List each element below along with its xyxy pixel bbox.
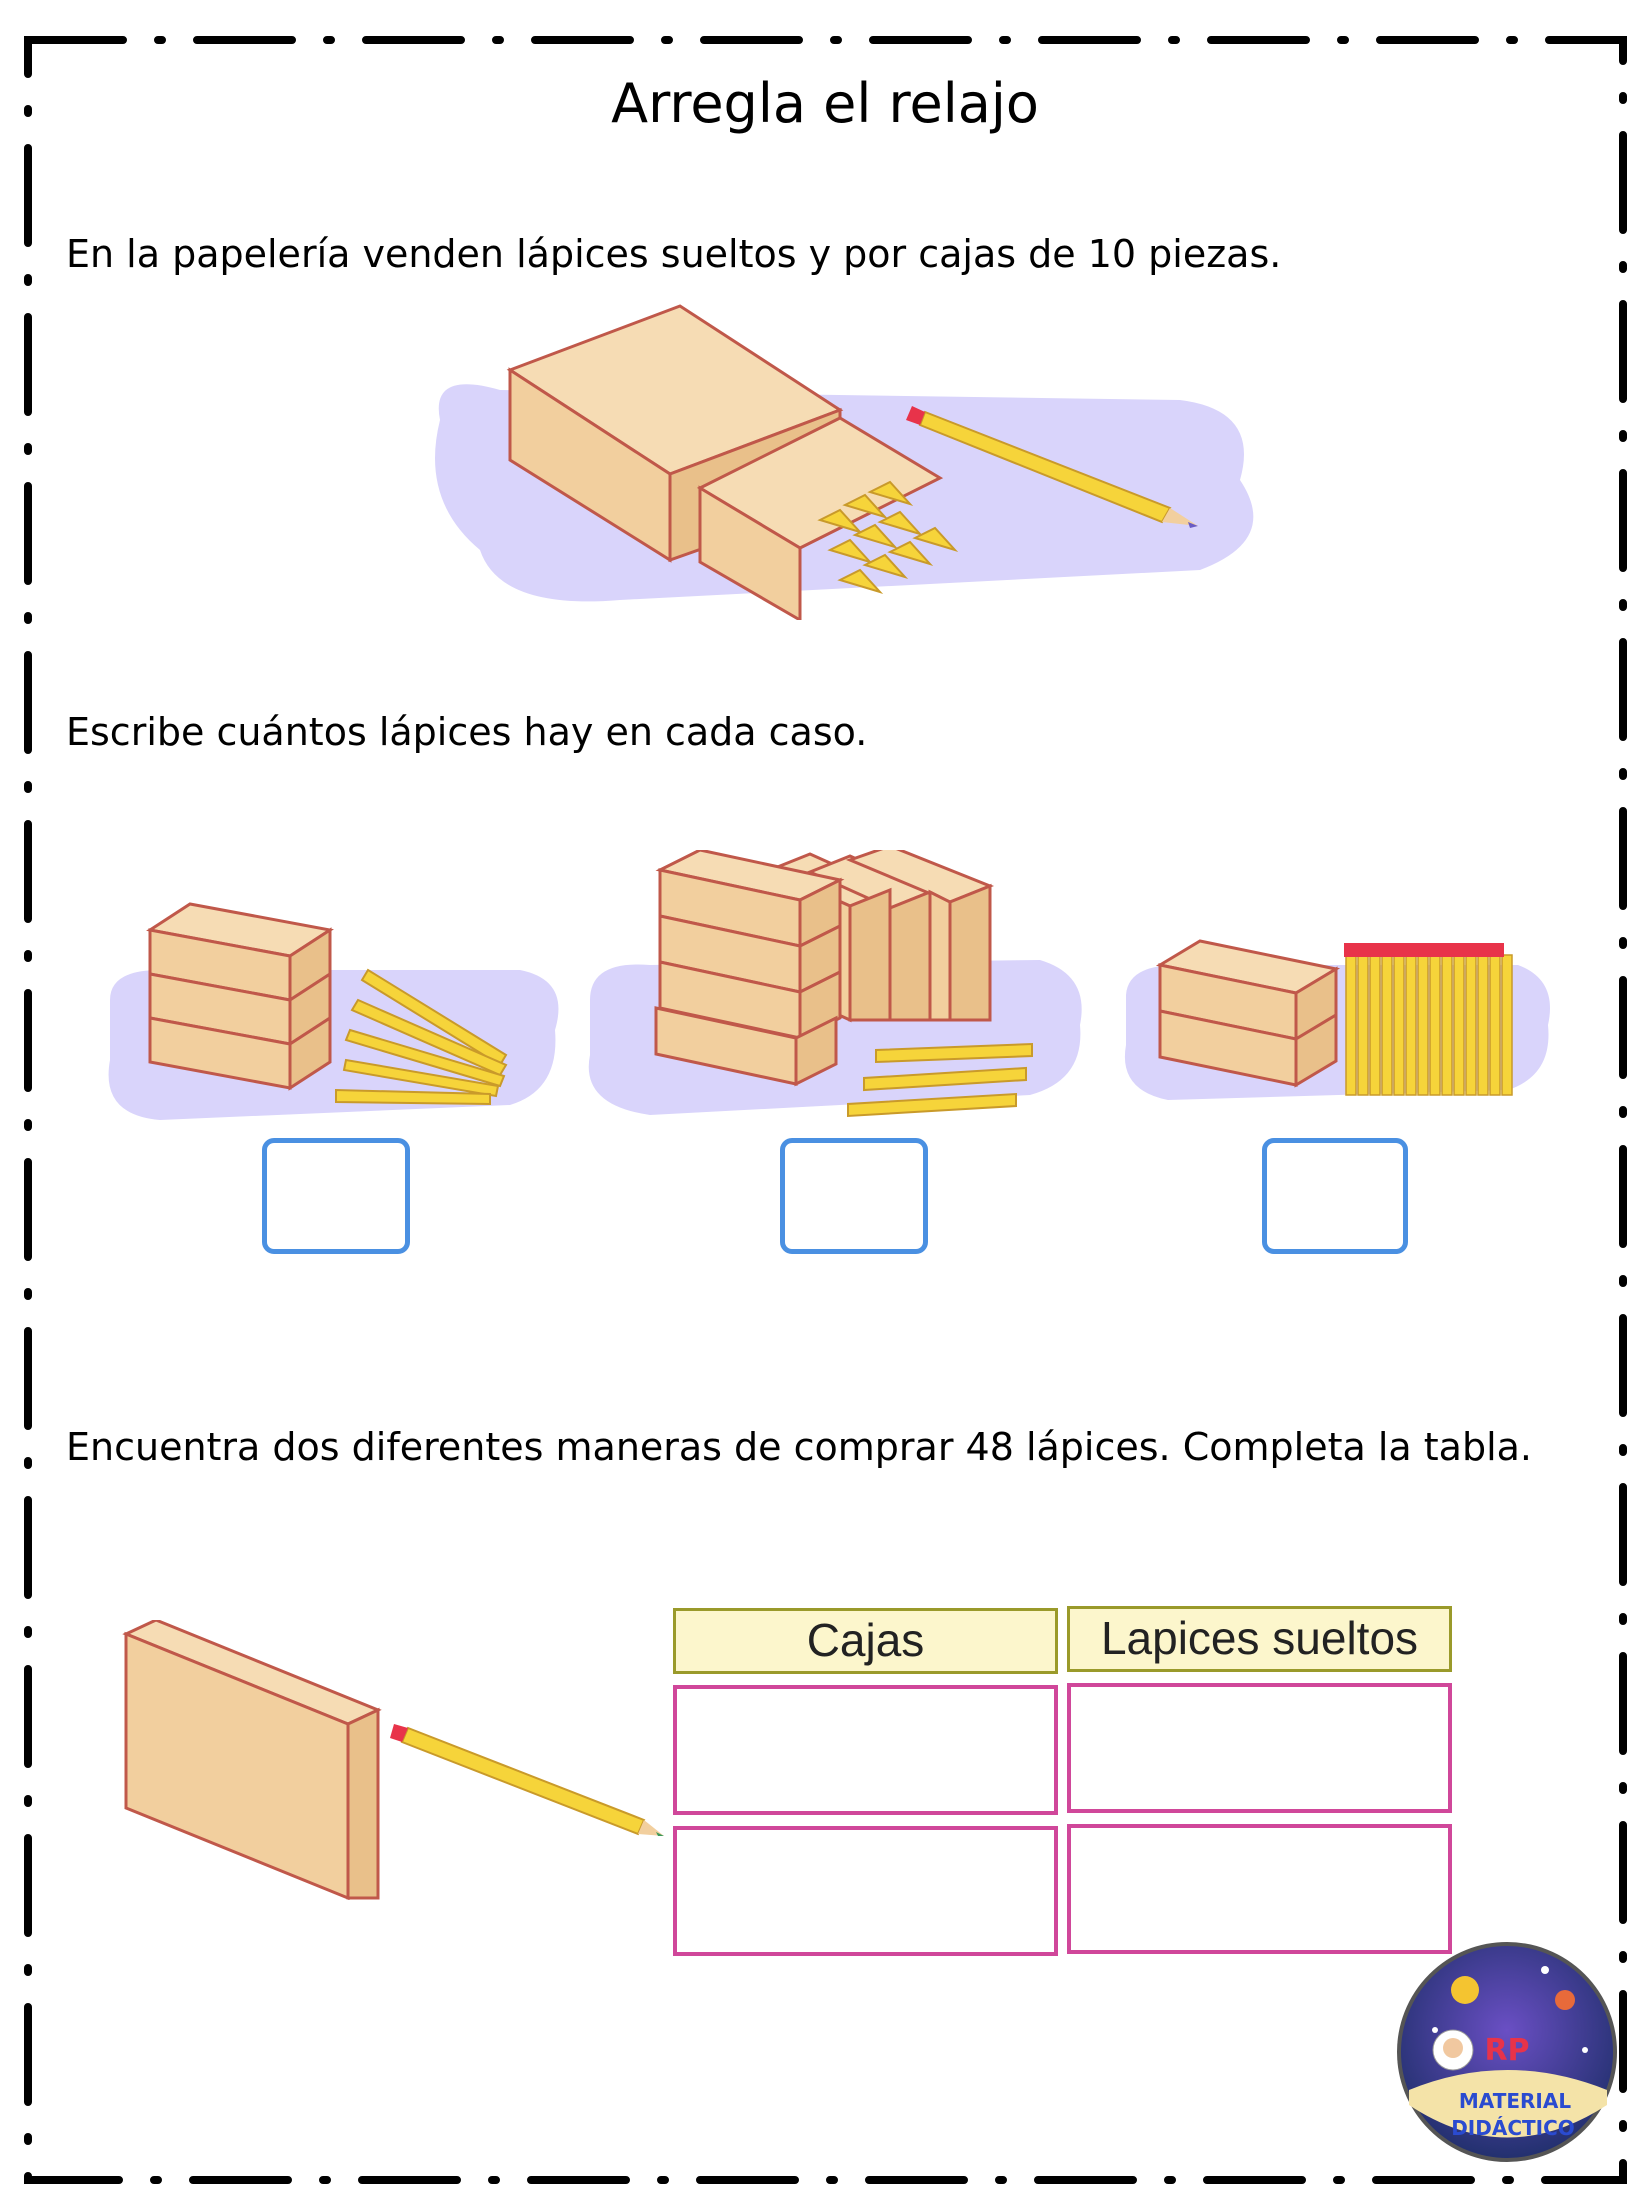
logo-line2: DIDÁCTICO xyxy=(1451,2116,1575,2140)
table-cell-row1-cajas[interactable] xyxy=(673,1685,1058,1815)
answer-box-case3[interactable] xyxy=(1262,1138,1408,1254)
answer-box-case1[interactable] xyxy=(262,1138,410,1254)
table-cell-row2-sueltos[interactable] xyxy=(1067,1824,1452,1954)
page-title: Arregla el relajo xyxy=(611,72,1039,135)
single-box-and-pencil-illustration xyxy=(122,1620,664,1900)
logo-line1: MATERIAL xyxy=(1459,2089,1571,2113)
case1-illustration xyxy=(108,902,559,1120)
answer-box-case2[interactable] xyxy=(780,1138,928,1254)
case2-illustration xyxy=(588,850,1082,1118)
case3-illustration xyxy=(1124,939,1550,1100)
box-of-pencils-illustration xyxy=(435,304,1254,620)
material-didactico-logo: RP MATERIAL DIDÁCTICO xyxy=(1397,1942,1617,2162)
instructions-count: Escribe cuántos lápices hay en cada caso… xyxy=(66,710,868,754)
table-header-lapices-sueltos: Lapices sueltos xyxy=(1067,1606,1452,1672)
instructions-48: Encuentra dos diferentes maneras de comp… xyxy=(66,1425,1532,1469)
table-cell-row1-sueltos[interactable] xyxy=(1067,1683,1452,1813)
table-header-cajas: Cajas xyxy=(673,1608,1058,1674)
logo-monogram: RP xyxy=(1484,2033,1529,2068)
intro-text: En la papelería venden lápices sueltos y… xyxy=(66,232,1282,276)
table-cell-row2-cajas[interactable] xyxy=(673,1826,1058,1956)
